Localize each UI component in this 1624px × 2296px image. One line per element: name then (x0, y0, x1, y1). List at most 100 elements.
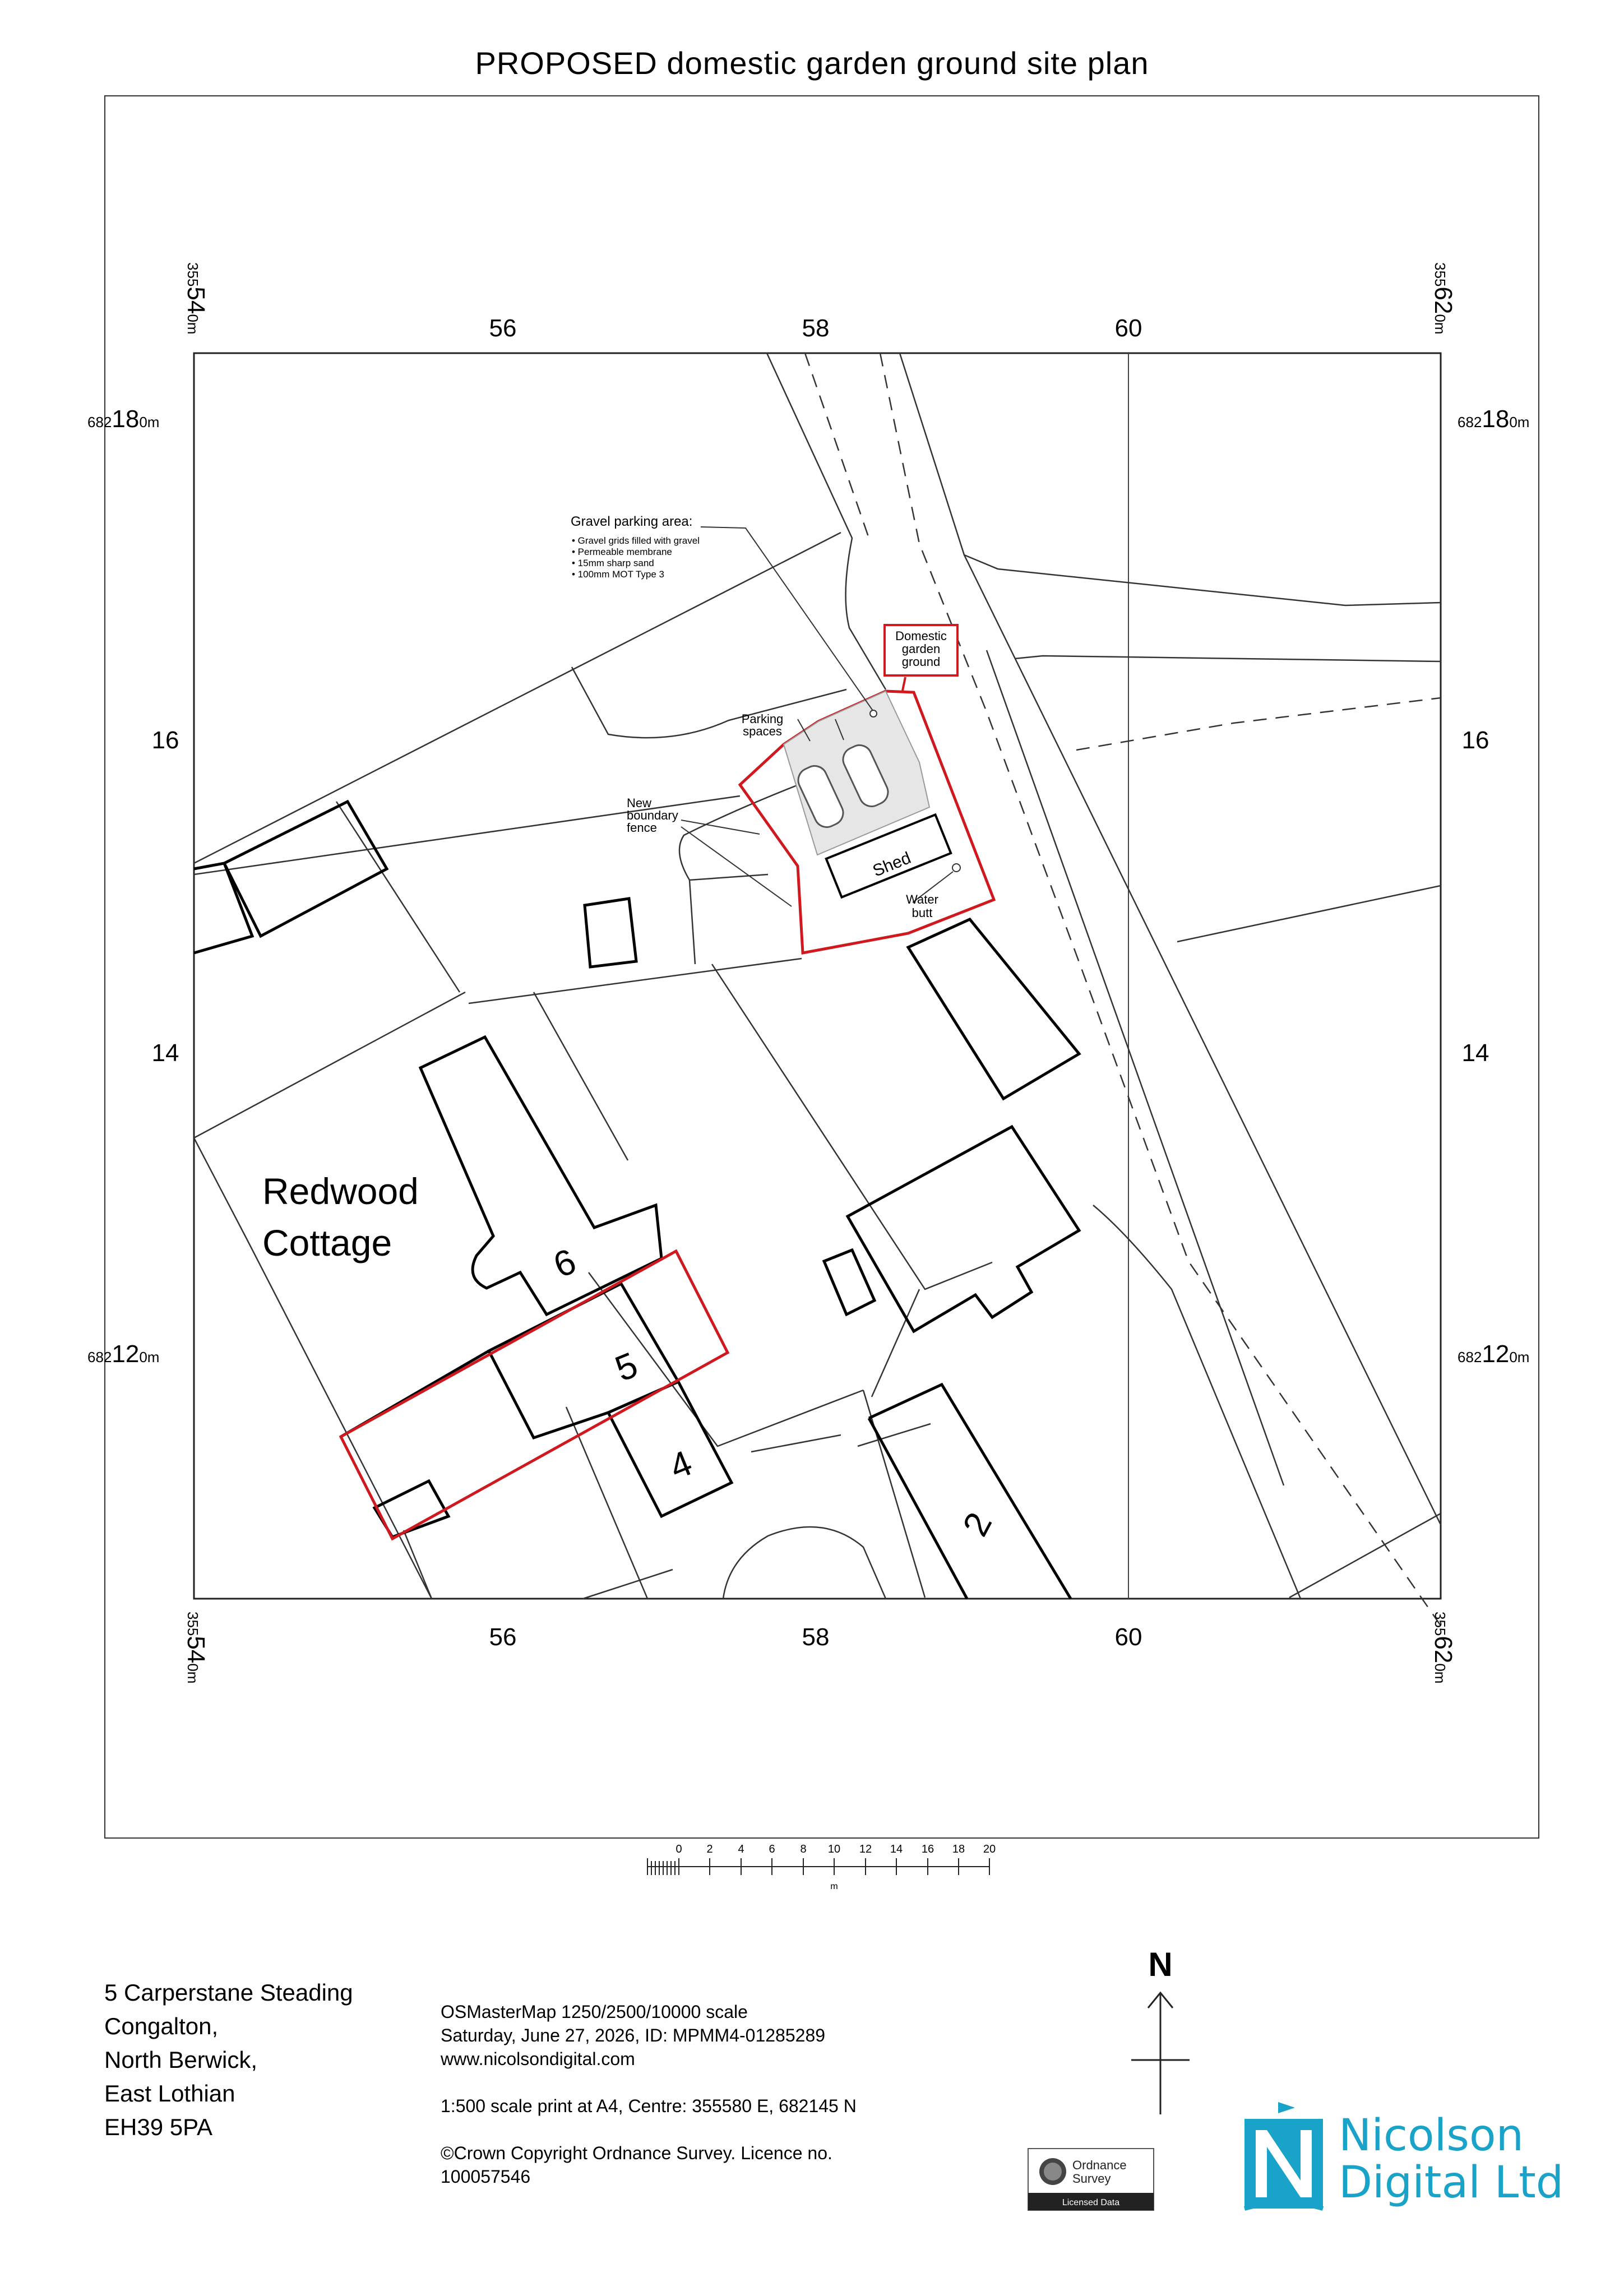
mid-parcel-q (857, 1423, 931, 1447)
domestic-garden-label-box (883, 624, 959, 677)
mid-parcel-m (582, 1568, 673, 1600)
mid-parcel-h (871, 1289, 920, 1397)
parking-space-cars (797, 744, 889, 828)
scale-tick-label: 12 (859, 1843, 872, 1855)
easting-label-top-right: 355620m (1429, 262, 1457, 334)
grid-label-bottom-58: 58 (802, 1623, 830, 1651)
side-road-south-edge (1014, 655, 1441, 663)
north-parcel (193, 795, 741, 876)
map-area-border (193, 352, 1442, 1600)
house-number-2: 2 (955, 1506, 1000, 1542)
house-number-6: 6 (548, 1240, 581, 1285)
grid-label-right-16: 16 (1462, 726, 1489, 754)
address-line: North Berwick, (104, 2047, 258, 2073)
svg-text:Licensed Data: Licensed Data (1062, 2198, 1119, 2207)
scale-tick-label: 18 (952, 1843, 965, 1855)
side-road-north-edge (964, 554, 1441, 607)
mid-parcel-e (193, 991, 466, 1139)
building-6 (418, 1035, 663, 1317)
nicolson-digital-logo: Nicolson Digital Ltd (1233, 2096, 1563, 2220)
easting-label-bottom-right: 355620m (1429, 1612, 1457, 1683)
boundary-plot-5 (339, 1249, 730, 1541)
scale-bar-minor-ticks (651, 1861, 679, 1875)
fence-label-line1: New (627, 796, 651, 810)
road-centre-line-west (804, 353, 870, 539)
gravel-note-item: • 100mm MOT Type 3 (572, 569, 664, 580)
domestic-label-line2: garden (902, 642, 941, 656)
svg-text:Survey: Survey (1072, 2172, 1111, 2186)
mid-parcel-c (688, 879, 696, 965)
mid-parcel-n (722, 1526, 887, 1599)
fence-label-line2: boundary (627, 808, 678, 822)
mid-parcel-p (193, 1137, 433, 1599)
house-number-5: 5 (609, 1344, 643, 1389)
scale-tick-label: 4 (738, 1843, 744, 1855)
water-butt-marker (952, 863, 961, 872)
info-copyright: ©Crown Copyright Ordnance Survey. Licenc… (441, 2143, 832, 2163)
grid-label-left-16: 16 (152, 726, 179, 754)
info-date-id: Saturday, June 27, 2026, ID: MPMM4-01285… (441, 2025, 826, 2045)
address-line: EH39 5PA (104, 2114, 212, 2140)
scale-tick-label: 20 (983, 1843, 996, 1855)
grid-label-top-56: 56 (489, 314, 517, 342)
building-nw (193, 799, 389, 955)
scale-tick-label: 6 (769, 1843, 775, 1855)
address-line: 5 Carperstane Steading (104, 1979, 353, 2006)
scale-tick-label: 14 (890, 1843, 903, 1855)
eastern-field (1177, 885, 1441, 943)
page-title: PROPOSED domestic garden ground site pla… (475, 45, 1149, 81)
address-line: East Lothian (104, 2080, 235, 2107)
car-icon (797, 765, 844, 828)
road-centre-line-east (879, 353, 1442, 1626)
logo-text-line2: Digital Ltd (1339, 2158, 1564, 2208)
scale-bar (647, 1858, 990, 1875)
domestic-label-line3: ground (902, 655, 941, 669)
svg-text:Ordnance: Ordnance (1072, 2158, 1127, 2172)
eastern-south (1289, 1512, 1441, 1599)
info-licence: 100057546 (441, 2167, 531, 2187)
site-address: 5 Carperstane Steading Congalton, North … (104, 1976, 353, 2144)
easting-label-top-left: 355540m (182, 262, 210, 334)
grid-label-top-58: 58 (802, 314, 830, 342)
gravel-note-item: • Permeable membrane (572, 547, 672, 557)
north-lane (571, 666, 847, 739)
gravel-note-item: • Gravel grids filled with gravel (572, 535, 700, 546)
scale-tick-label: 10 (828, 1843, 840, 1855)
scale-tick-label: 2 (706, 1843, 712, 1855)
parking-label-line1: Parking (742, 712, 784, 726)
northing-label-bottom-left: 682120m (87, 1340, 159, 1368)
north-arrow-label: N (1148, 1946, 1172, 1983)
land-parcels (193, 353, 1442, 1626)
northing-label-bottom-right: 682120m (1458, 1340, 1529, 1368)
grid-label-bottom-60: 60 (1115, 1623, 1142, 1651)
grid-label-bottom-56: 56 (489, 1623, 517, 1651)
northing-label-top-left: 682180m (87, 405, 159, 433)
ship-n-icon (1243, 2102, 1324, 2211)
building-small (822, 1248, 877, 1317)
gravel-note-title: Gravel parking area: (571, 514, 692, 529)
gravel-area-marker (869, 710, 877, 718)
shed-outline (825, 813, 952, 899)
info-scale: OSMasterMap 1250/2500/10000 scale (441, 2002, 748, 2022)
address-line: Congalton, (104, 2013, 219, 2039)
building-mid-east (906, 917, 1081, 1101)
outbuilding-line (751, 1434, 841, 1453)
logo-text-line1: Nicolson (1339, 2110, 1524, 2161)
scale-tick-label: 0 (675, 1843, 682, 1855)
building-mid-south (845, 1124, 1081, 1334)
ordnance-survey-logo: Ordnance Survey Licensed Data (1028, 2148, 1154, 2211)
scale-tick-label: 16 (922, 1843, 934, 1855)
scale-tick-label: 8 (800, 1843, 806, 1855)
water-butt-label-line1: Water (906, 892, 938, 906)
road-west-edge (766, 353, 887, 690)
mid-parcel-k (565, 1406, 649, 1599)
grid-label-top-60: 60 (1115, 314, 1142, 342)
road-east-inner (985, 650, 1285, 1486)
water-butt-label-line2: butt (912, 906, 933, 920)
mid-parcel-a (335, 801, 461, 993)
mid-parcel-i (587, 1272, 864, 1447)
north-field-line (193, 531, 841, 864)
mid-parcel-j (862, 1390, 926, 1598)
info-website: www.nicolsondigital.com (441, 2049, 635, 2069)
fence-label-line3: fence (627, 821, 657, 835)
